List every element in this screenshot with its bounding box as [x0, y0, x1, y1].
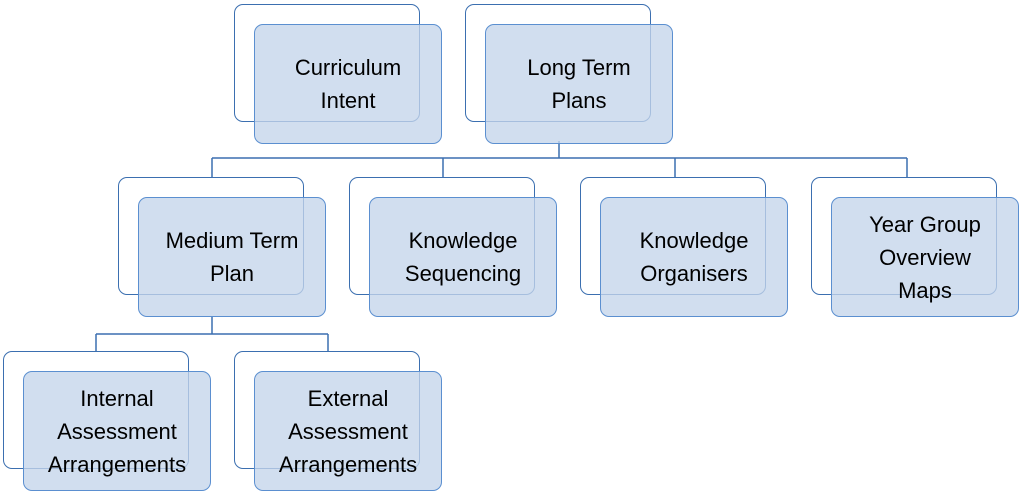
node-label: Medium Term Plan — [165, 228, 299, 286]
node-label: External Assessment Arrangements — [278, 385, 418, 477]
node-box: Knowledge Organisers — [600, 197, 788, 317]
connector-long-term-plans — [211, 141, 908, 178]
node-box: Internal Assessment Arrangements — [23, 371, 211, 491]
node-box: Year Group Overview Maps — [831, 197, 1019, 317]
node-box: Curriculum Intent — [254, 24, 442, 144]
node-label: Year Group Overview Maps — [869, 211, 981, 303]
node-box: Medium Term Plan — [138, 197, 326, 317]
node-label: Curriculum Intent — [294, 55, 402, 113]
node-label: Internal Assessment Arrangements — [47, 385, 187, 477]
node-box: Knowledge Sequencing — [369, 197, 557, 317]
node-label: Knowledge Organisers — [639, 228, 749, 286]
node-label: Long Term Plans — [527, 55, 631, 113]
node-label: Knowledge Sequencing — [404, 228, 522, 286]
node-box: External Assessment Arrangements — [254, 371, 442, 491]
node-box: Long Term Plans — [485, 24, 673, 144]
connector-medium-term-plan — [95, 317, 329, 352]
